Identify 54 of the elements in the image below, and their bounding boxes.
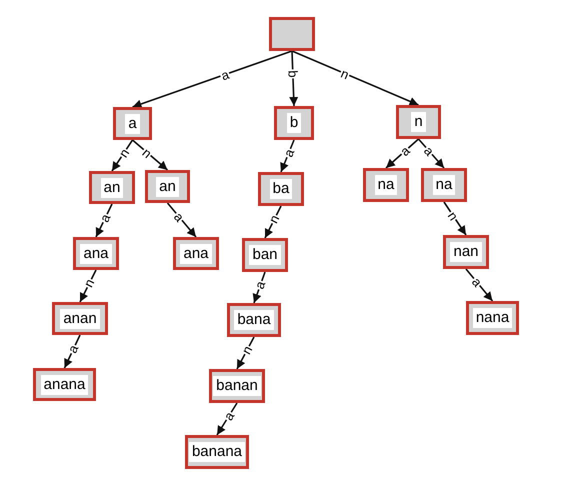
arrow xyxy=(264,206,282,238)
arrow xyxy=(166,202,197,238)
node-label: ba xyxy=(270,179,292,199)
trie-node-box xyxy=(242,238,288,272)
trie-node-box xyxy=(113,107,152,140)
arrow xyxy=(289,50,298,106)
node-label: na xyxy=(432,175,456,195)
arrow xyxy=(280,140,295,172)
trie-node-box xyxy=(227,303,281,337)
trie-node-box xyxy=(145,170,190,203)
node-label: anan xyxy=(60,308,100,328)
node-label: ana xyxy=(180,244,212,264)
arrow xyxy=(418,138,445,169)
trie-node-box xyxy=(89,171,135,204)
node-label: nana xyxy=(472,308,512,328)
trie-node-box xyxy=(466,301,519,335)
arrow xyxy=(443,202,467,236)
arrow xyxy=(111,140,134,172)
node-label: a xyxy=(125,114,140,134)
arrow xyxy=(95,204,113,238)
arrow xyxy=(216,402,238,436)
node-label: n xyxy=(411,112,426,132)
node-label: banan xyxy=(213,376,261,396)
arrow xyxy=(132,50,292,108)
arrow xyxy=(132,139,168,171)
arrow xyxy=(465,268,494,302)
node-label: nan xyxy=(450,242,482,262)
arrow xyxy=(385,138,420,169)
trie-node-box xyxy=(396,105,441,139)
trie-node-box xyxy=(52,302,108,335)
node-label: an xyxy=(156,176,179,196)
node-label: bana xyxy=(234,310,274,330)
trie-node-box xyxy=(209,369,265,403)
node-label: ana xyxy=(80,244,112,264)
trie-node-box xyxy=(173,237,219,270)
node-label: b xyxy=(286,113,302,133)
trie-node-box xyxy=(73,237,119,270)
trie-node-box xyxy=(421,168,467,202)
trie-node-box xyxy=(258,172,304,206)
node-label: an xyxy=(100,178,124,198)
trie-node-box xyxy=(269,17,315,51)
node-label: banana xyxy=(188,442,246,462)
edge-label: b xyxy=(286,69,300,79)
node-label: ban xyxy=(249,245,281,265)
trie-node-box xyxy=(185,435,249,469)
trie-node-box xyxy=(443,235,489,269)
arrow xyxy=(79,270,97,302)
node-label: na xyxy=(374,175,398,195)
trie-node-box xyxy=(274,106,314,140)
arrow xyxy=(236,336,255,370)
node-label: anana xyxy=(40,374,88,394)
trie-node-box xyxy=(363,168,409,202)
arrow xyxy=(292,50,419,106)
trie-node-box xyxy=(33,368,96,401)
